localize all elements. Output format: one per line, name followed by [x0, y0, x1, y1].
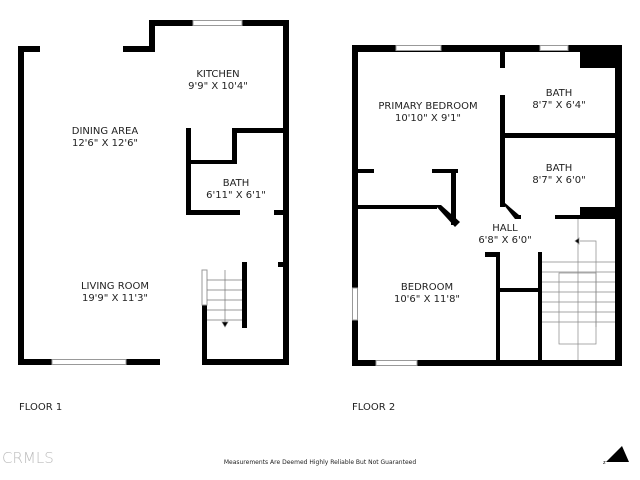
disclaimer: Measurements Are Deemed Highly Reliable …	[223, 459, 417, 466]
floor-1-stairs	[207, 270, 242, 328]
room-name: BATH	[546, 88, 573, 99]
compass-label: z	[603, 460, 606, 466]
room-name: BATH	[223, 178, 250, 189]
room-size: 9'9" X 10'4"	[188, 81, 248, 92]
room-name: BEDROOM	[401, 282, 453, 293]
room-name: BATH	[546, 163, 573, 174]
floor-1-label: FLOOR 1	[19, 402, 63, 413]
room-size: 19'9" X 11'3"	[82, 293, 148, 304]
room-name: PRIMARY BEDROOM	[378, 101, 477, 112]
room-size: 8'7" X 6'0"	[532, 175, 585, 186]
room-size: 6'11" X 6'1"	[206, 190, 266, 201]
floor-2-windows	[352, 45, 569, 366]
room-size: 6'8" X 6'0"	[478, 235, 531, 246]
room-name: LIVING ROOM	[81, 281, 149, 292]
floor-2-label: FLOOR 2	[352, 402, 396, 413]
floor-2-plan	[352, 45, 622, 366]
room-size: 10'10" X 9'1"	[395, 113, 461, 124]
room-size: 8'7" X 6'4"	[532, 100, 585, 111]
crmls-logo: CRMLS	[2, 449, 54, 467]
room-name: HALL	[492, 223, 518, 234]
floor-1-windows	[51, 20, 243, 365]
floor-2-stairs	[542, 219, 615, 360]
north-arrow-icon: z	[603, 446, 629, 466]
room-size: 12'6" X 12'6"	[72, 138, 138, 149]
room-size: 10'6" X 11'8"	[394, 294, 460, 305]
room-name: KITCHEN	[196, 69, 239, 80]
room-name: DINING AREA	[72, 126, 139, 137]
floor-1-plan	[18, 20, 289, 365]
